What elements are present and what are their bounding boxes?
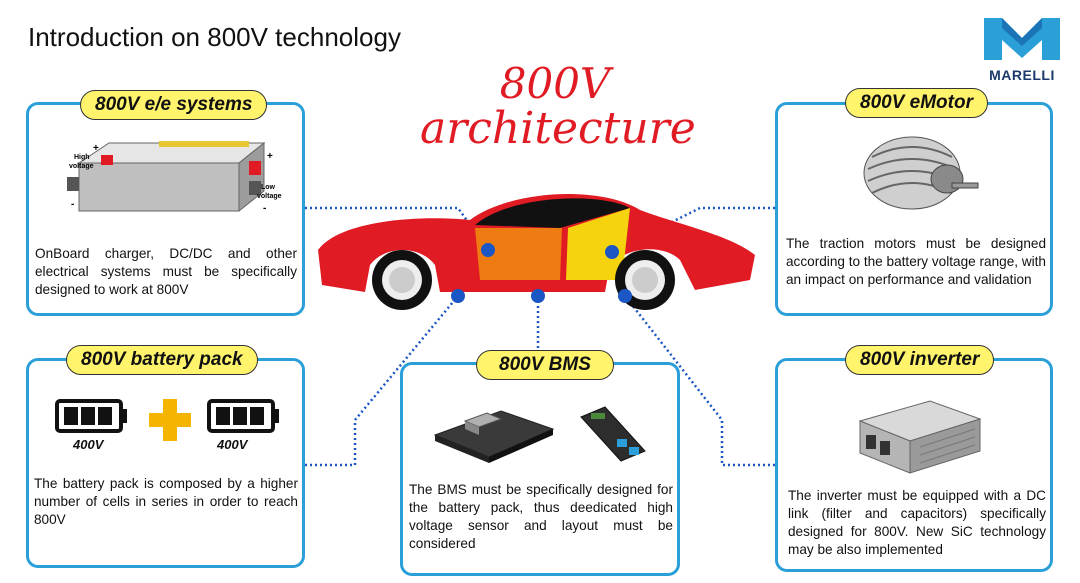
car-cabin [475, 228, 562, 280]
card-battery-pack: 400V 400V The battery pack is composed b… [26, 358, 305, 568]
tag-emotor: 800V eMotor [845, 88, 988, 118]
emotor-image [863, 136, 979, 210]
node-battery [451, 289, 465, 303]
architecture-word: architecture [420, 103, 696, 155]
svg-text:+: + [267, 151, 273, 162]
node-inverter [618, 289, 632, 303]
low-voltage-label: Low [261, 184, 276, 191]
battery-description: The battery pack is composed by a higher… [34, 476, 298, 527]
svg-text:voltage: voltage [69, 163, 94, 170]
dc-converter-image: High voltage Low voltage + + - - [67, 141, 282, 214]
connector-ee [305, 206, 490, 251]
car-illustration [318, 193, 755, 310]
battery-right-label: 400V [217, 437, 248, 452]
ee-description: OnBoard charger, DC/DC and other electri… [35, 246, 297, 297]
architecture-voltage: 800V [499, 59, 611, 108]
tag-bms: 800V BMS [476, 350, 614, 380]
page-title: Introduction on 800V technology [28, 22, 401, 52]
connector-inverter [624, 295, 775, 467]
bms-image [433, 406, 646, 463]
marelli-logo: MARELLI [980, 12, 1064, 83]
card-ee-systems: High voltage Low voltage + + - - OnBoard… [26, 102, 305, 316]
emotor-description: The traction motors must be designed acc… [786, 236, 1046, 287]
car-rear-section [566, 208, 630, 280]
inverter-image [858, 400, 982, 474]
high-voltage-label: High [74, 154, 90, 161]
tag-inverter: 800V inverter [845, 345, 995, 375]
battery-right-icon [207, 399, 279, 433]
marelli-m-icon [984, 18, 1060, 60]
connector-battery [305, 295, 459, 467]
card-bms: The BMS must be specifically designed fo… [400, 362, 680, 576]
tag-battery-pack: 800V battery pack [66, 345, 258, 375]
architecture-heading: 800V architecture [420, 59, 696, 155]
battery-left-icon [55, 399, 127, 433]
plus-icon [149, 399, 191, 441]
inverter-description: The inverter must be equipped with a DC … [788, 488, 1046, 557]
node-bms [531, 289, 545, 303]
bms-description: The BMS must be specifically designed fo… [409, 482, 673, 551]
node-ee [481, 243, 495, 257]
svg-text:-: - [71, 199, 74, 210]
node-emotor [605, 245, 619, 259]
battery-image [55, 399, 279, 441]
svg-text:+: + [93, 143, 99, 154]
logo-text: MARELLI [989, 67, 1055, 83]
card-inverter: The inverter must be equipped with a DC … [775, 358, 1053, 572]
car-window [475, 198, 630, 228]
tag-ee-systems: 800V e/e systems [80, 90, 268, 120]
svg-text:-: - [263, 203, 266, 214]
svg-text:voltage: voltage [257, 193, 282, 200]
battery-left-label: 400V [73, 437, 104, 452]
card-emotor: The traction motors must be designed acc… [775, 102, 1053, 316]
